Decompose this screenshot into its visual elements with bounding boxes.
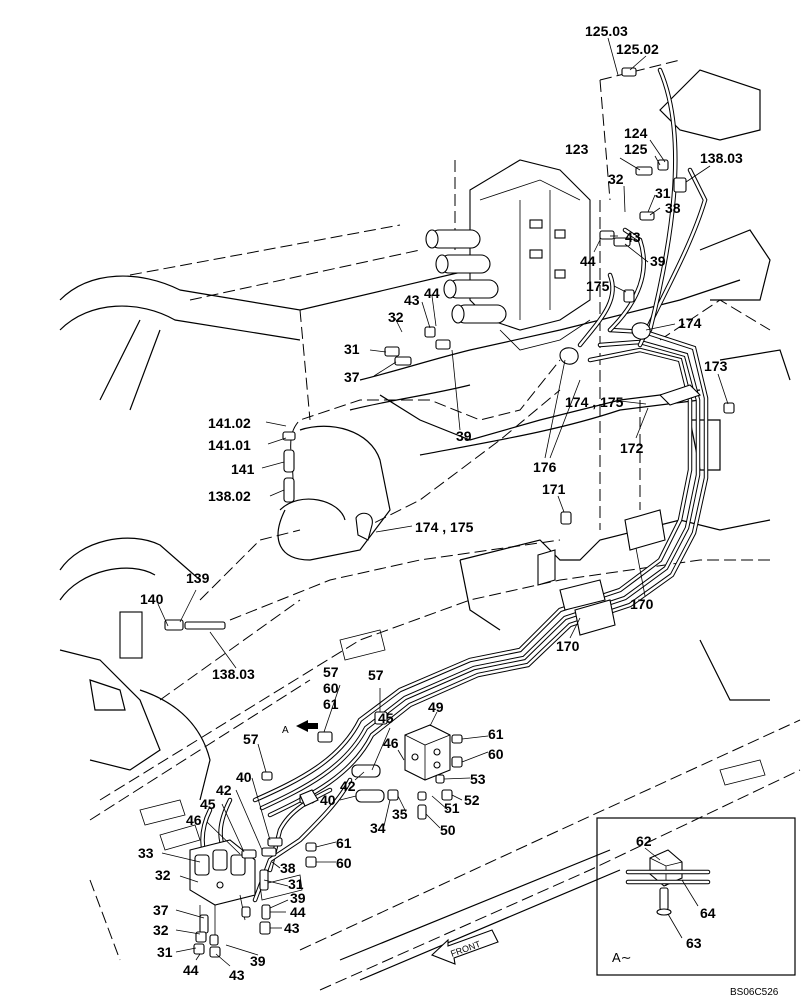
- callout: 51: [444, 800, 460, 816]
- detail-box: [596, 817, 796, 976]
- callout: 45: [200, 796, 216, 812]
- callout: 38: [665, 200, 681, 216]
- callout: 141.01: [208, 437, 251, 453]
- detail-title: A∼: [612, 950, 632, 965]
- detail-callout-63: 63: [686, 935, 702, 951]
- callout: 49: [428, 699, 444, 715]
- callout: 176: [533, 459, 557, 475]
- callout: 32: [608, 171, 624, 187]
- detail-callout-64: 64: [700, 905, 716, 921]
- callout: 61: [488, 726, 504, 742]
- manifold-block: [404, 724, 451, 781]
- callout: 31: [655, 185, 671, 201]
- callout: 125: [624, 141, 648, 157]
- callout: 46: [383, 735, 399, 751]
- callout: 44: [290, 904, 306, 920]
- callout: 42: [216, 782, 232, 798]
- callout: 39: [456, 428, 472, 444]
- callout: 35: [392, 806, 408, 822]
- callout: 174 , 175: [415, 519, 474, 535]
- callout: 44: [183, 962, 199, 978]
- callout: 32: [388, 309, 404, 325]
- pilot-valve: [189, 839, 256, 945]
- callout: 170: [630, 596, 654, 612]
- callout: 138.02: [208, 488, 251, 504]
- callout: 32: [155, 867, 171, 883]
- callout: 124: [624, 125, 648, 141]
- detail-view-a: 62 64 63 A∼: [596, 817, 796, 976]
- callout: 37: [344, 369, 360, 385]
- callout: 138.03: [700, 150, 743, 166]
- callout: 171: [542, 481, 566, 497]
- callout: 138.03: [212, 666, 255, 682]
- drawing-code: BS06C526: [730, 987, 779, 998]
- callout: 52: [464, 792, 480, 808]
- callout: 123: [565, 141, 589, 157]
- callout: 60: [323, 680, 339, 696]
- callout: 175: [586, 278, 610, 294]
- callout: 61: [323, 696, 339, 712]
- callout: 44: [580, 253, 596, 269]
- callout: 39: [250, 953, 266, 969]
- callout: 125.03: [585, 23, 628, 39]
- callout: 46: [186, 812, 202, 828]
- view-a-marker: A: [282, 720, 318, 736]
- callout: 173: [704, 358, 728, 374]
- callout: 32: [153, 922, 169, 938]
- callout: 57: [368, 667, 384, 683]
- callout: 39: [290, 890, 306, 906]
- callout: 141: [231, 461, 255, 477]
- callout: 57: [243, 731, 259, 747]
- callout: 53: [470, 771, 486, 787]
- callout: 45: [378, 710, 394, 726]
- machine-frame-outline: [59, 59, 801, 991]
- callout: 60: [336, 855, 352, 871]
- callout: 39: [650, 253, 666, 269]
- callout: 174 , 175: [565, 394, 624, 410]
- callout: 172: [620, 440, 644, 456]
- callout: 141.02: [208, 415, 251, 431]
- callout: 43: [625, 229, 641, 245]
- fittings: [119, 67, 735, 958]
- callout: 38: [280, 860, 296, 876]
- callout: 174: [678, 315, 702, 331]
- callout: 43: [404, 292, 420, 308]
- leader-lines: [157, 37, 729, 967]
- view-a-letter: A: [282, 725, 289, 736]
- callout: 57: [323, 664, 339, 680]
- callout: 50: [440, 822, 456, 838]
- callout: 33: [138, 845, 154, 861]
- callout: 170: [556, 638, 580, 654]
- callout: 37: [153, 902, 169, 918]
- callout: 43: [284, 920, 300, 936]
- detail-callout-62: 62: [636, 833, 652, 849]
- callout: 31: [344, 341, 360, 357]
- callout: 60: [488, 746, 504, 762]
- callout: 40: [320, 792, 336, 808]
- callout: 40: [236, 769, 252, 785]
- callout: 125.02: [616, 41, 659, 57]
- callout: 43: [229, 967, 245, 983]
- pipe-bundle: [199, 67, 709, 903]
- callout: 44: [424, 285, 440, 301]
- callout: 140: [140, 591, 164, 607]
- callout: 61: [336, 835, 352, 851]
- callout: 31: [288, 876, 304, 892]
- callout-labels: 125.03 125.02 124 125 123 138.03 32 31 3…: [138, 23, 743, 983]
- callout: 31: [157, 944, 173, 960]
- control-valve: [425, 159, 591, 351]
- callout: 34: [370, 820, 386, 836]
- callout: 139: [186, 570, 210, 586]
- callout: 42: [340, 778, 356, 794]
